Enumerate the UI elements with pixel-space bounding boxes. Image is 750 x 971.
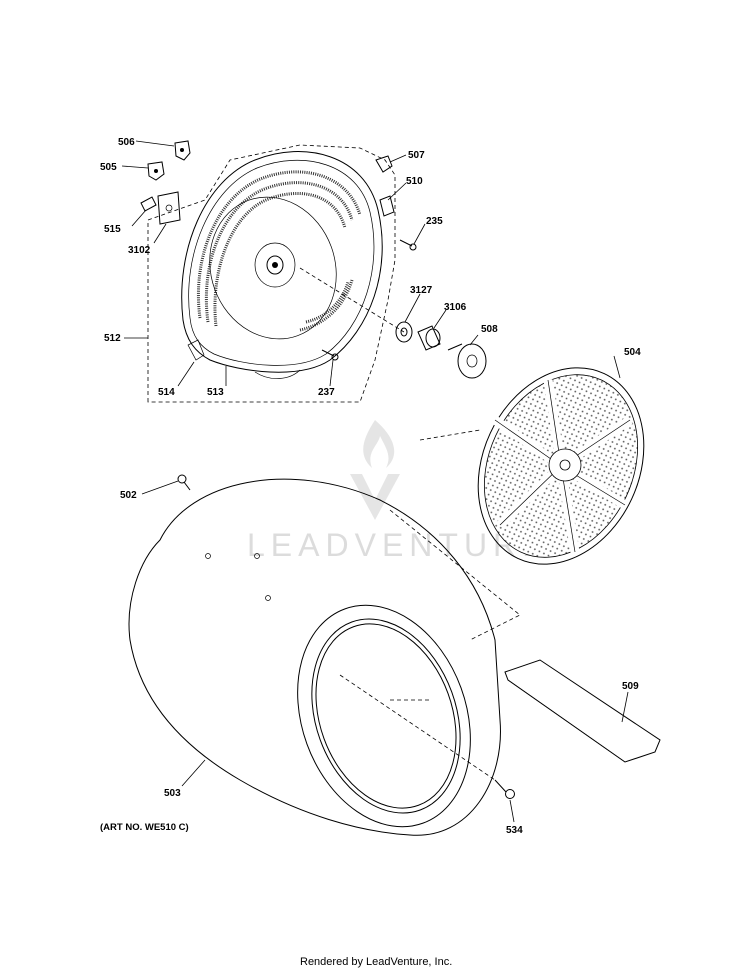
- label-515[interactable]: 515: [104, 224, 121, 235]
- part-labels: 506 505 507 510 235 515 3102 3127 3106 5…: [100, 137, 641, 836]
- leader-lines: [121, 140, 629, 823]
- part-504-drum-back: [477, 367, 645, 565]
- art-number: (ART NO. WE510 C): [100, 822, 189, 833]
- label-534[interactable]: 534: [506, 825, 523, 836]
- label-514[interactable]: 514: [158, 387, 175, 398]
- label-502[interactable]: 502: [120, 490, 137, 501]
- part-503-drum: [128, 478, 501, 836]
- part-502-screw: [177, 474, 191, 491]
- label-512[interactable]: 512: [104, 333, 121, 344]
- label-505[interactable]: 505: [100, 162, 117, 173]
- footer-credit: Rendered by LeadVenture, Inc.: [300, 956, 452, 968]
- label-508[interactable]: 508: [481, 324, 498, 335]
- watermark-logo: LEADVENTURE: [247, 420, 550, 563]
- part-237-screw: [321, 349, 339, 361]
- part-506-thermostat: [174, 140, 191, 161]
- label-513[interactable]: 513: [207, 387, 224, 398]
- label-3106[interactable]: 3106: [444, 302, 467, 313]
- label-3127[interactable]: 3127: [410, 285, 433, 296]
- label-509[interactable]: 509: [622, 681, 639, 692]
- part-508-shaft: [447, 343, 487, 379]
- part-3106-bearing: [417, 325, 441, 351]
- label-237[interactable]: 237: [318, 387, 335, 398]
- label-507[interactable]: 507: [408, 150, 425, 161]
- part-505-thermostat: [147, 161, 165, 181]
- watermark-text: LEADVENTURE: [247, 527, 550, 563]
- part-510-clip: [379, 195, 395, 217]
- label-235[interactable]: 235: [426, 216, 443, 227]
- part-3102-gasket: [157, 191, 181, 225]
- part-3127-washer: [395, 321, 413, 343]
- part-235-screw: [399, 239, 417, 251]
- part-515-tape: [140, 196, 157, 212]
- label-3102[interactable]: 3102: [128, 245, 151, 256]
- part-534-screw: [494, 779, 515, 799]
- part-509-baffle: [504, 659, 661, 763]
- part-507-thermostat: [375, 155, 393, 173]
- label-503[interactable]: 503: [164, 788, 181, 799]
- label-506[interactable]: 506: [118, 137, 135, 148]
- label-504[interactable]: 504: [624, 347, 641, 358]
- rear-heater-assembly: [147, 144, 396, 403]
- label-510[interactable]: 510: [406, 176, 423, 187]
